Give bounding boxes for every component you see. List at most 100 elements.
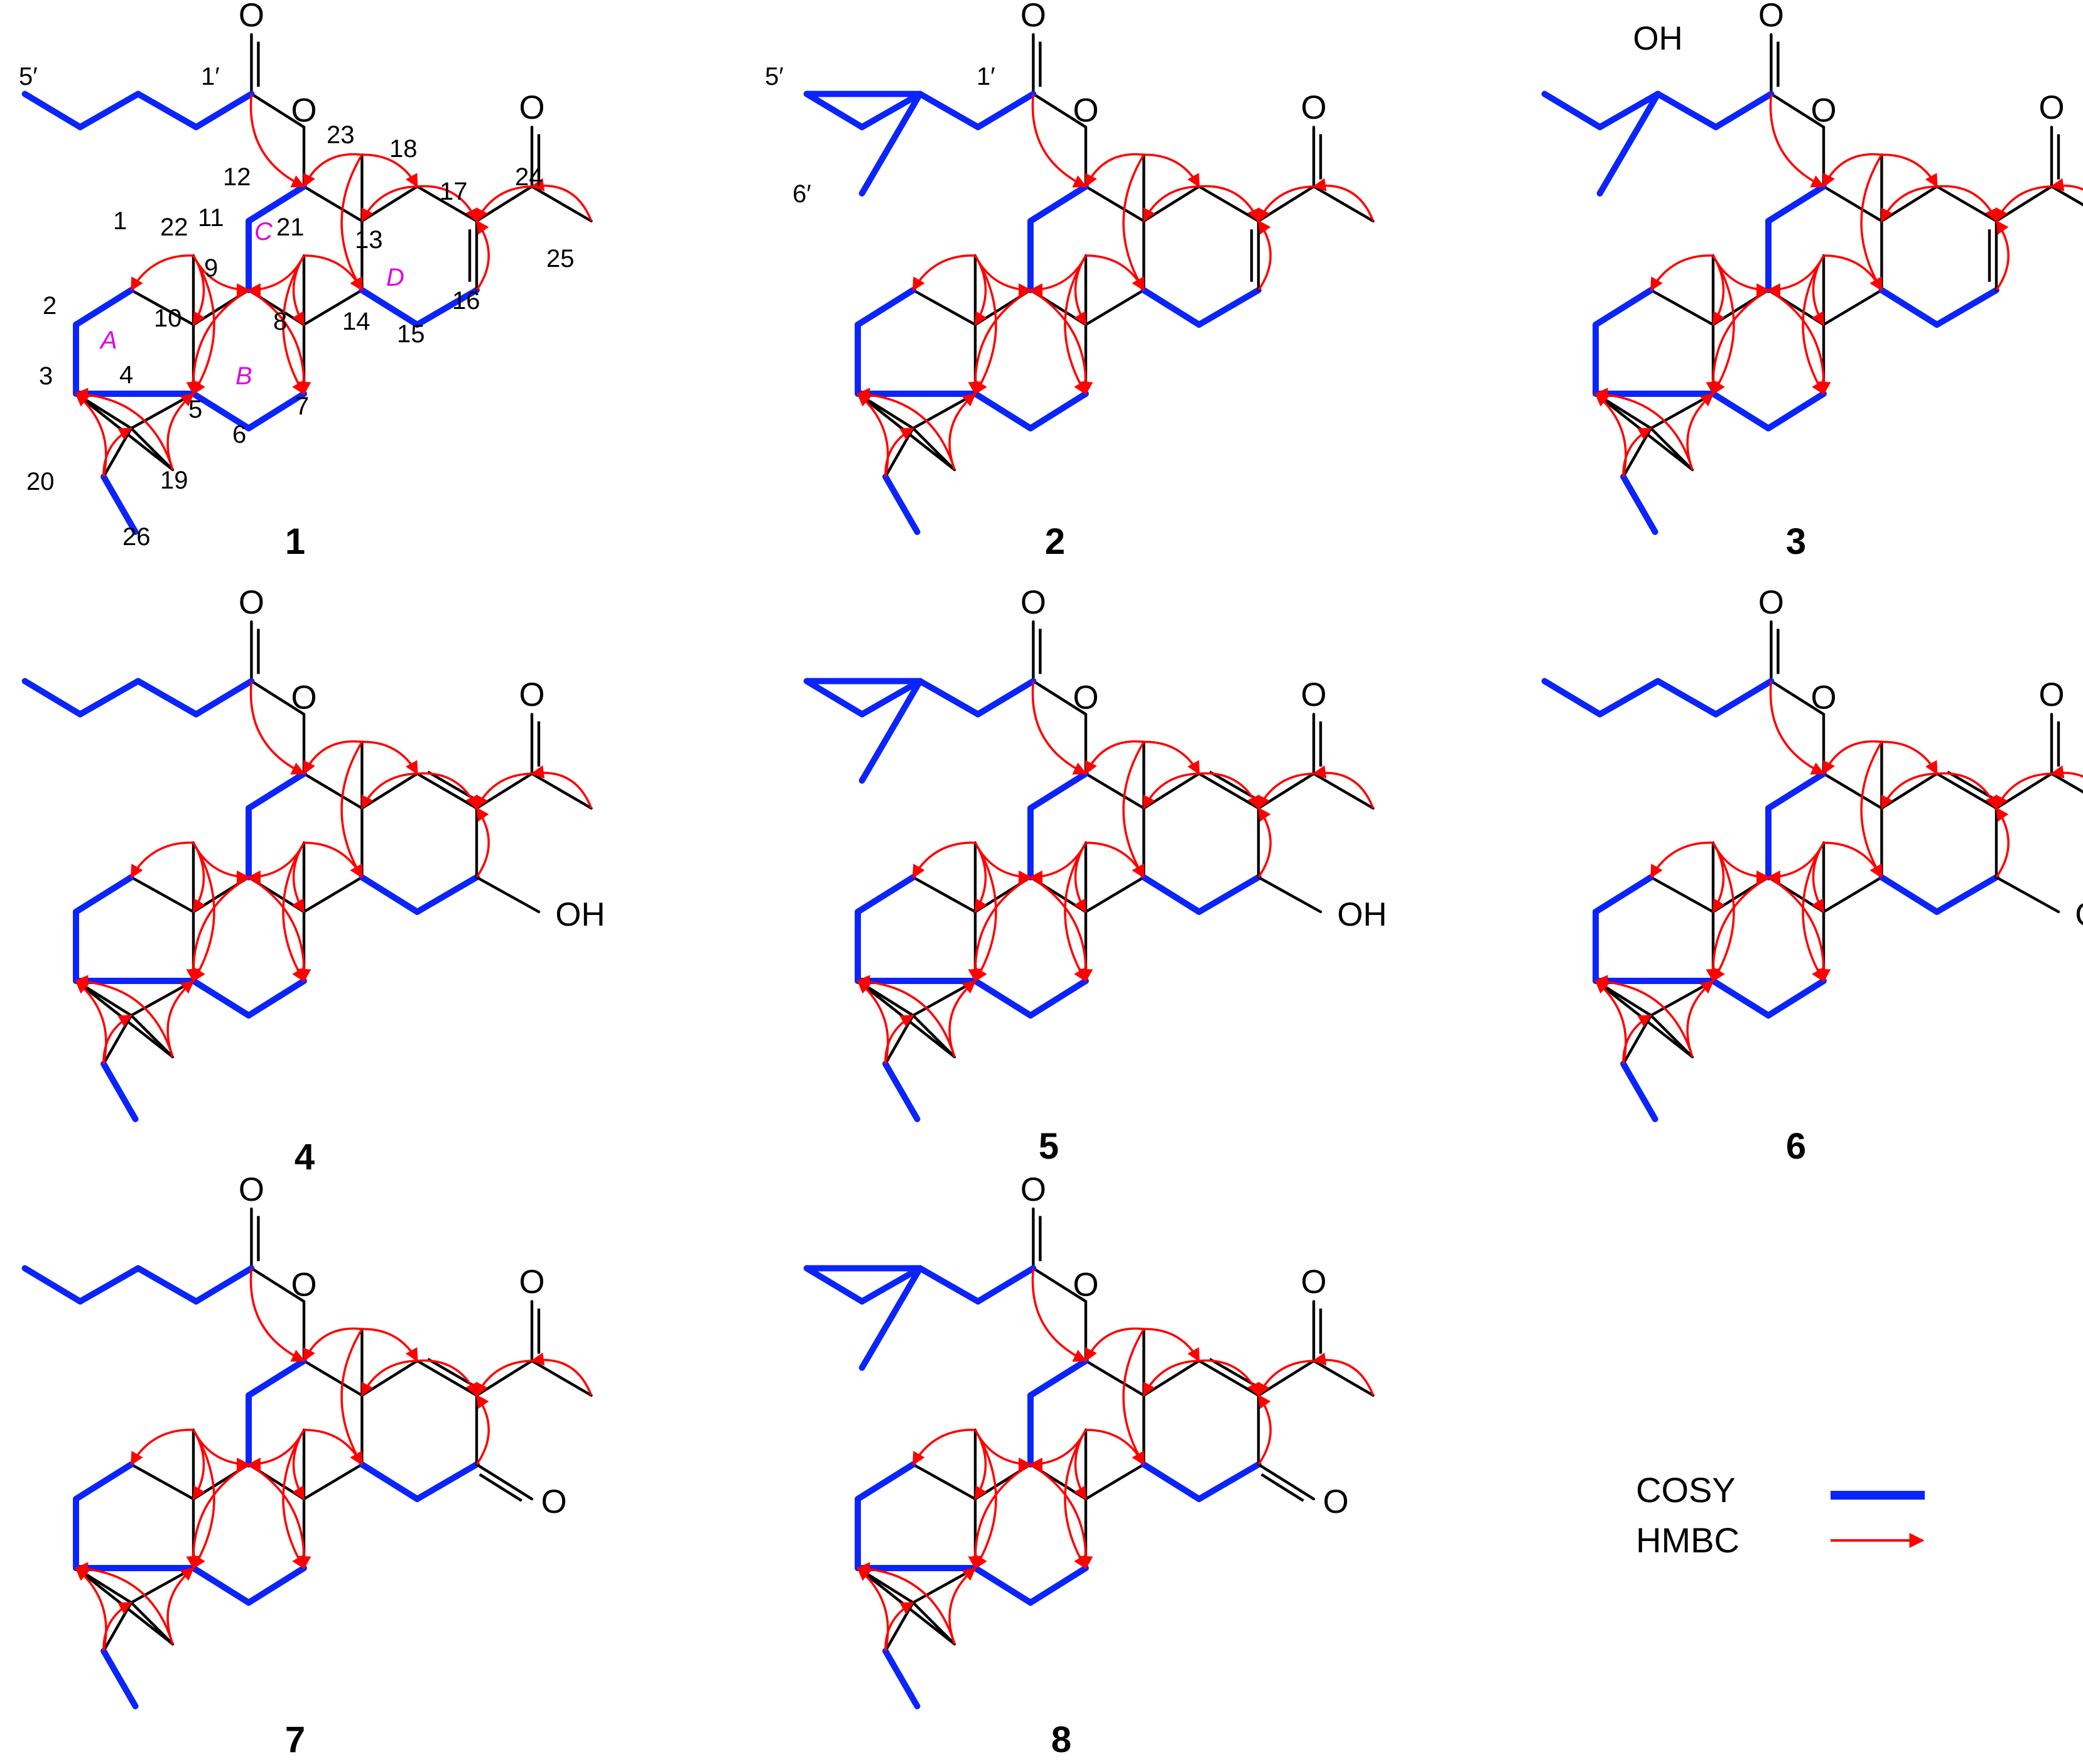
hmbc-arrow: [1142, 185, 1199, 222]
cosy-bond: [73, 287, 134, 328]
cosy-bond: [1596, 90, 1661, 197]
cosy-bond: [1710, 978, 1772, 1019]
bond: [1935, 772, 1998, 810]
oxygen-label: O: [1810, 92, 1836, 129]
oxygen-label: O: [291, 679, 317, 717]
ring-label-a: A: [99, 327, 117, 354]
bond: [129, 1014, 175, 1059]
bond: [1649, 426, 1694, 472]
cosy-bond: [972, 391, 1034, 431]
cosy-bond: [1541, 678, 1603, 718]
hydroxyl-label: OH: [1337, 896, 1387, 933]
cosy-bond: [855, 874, 916, 915]
hydroxyl-label: OH: [2075, 896, 2083, 933]
hmbc-arrow: [1144, 1328, 1200, 1362]
compound-number-3: 3: [1786, 521, 1806, 562]
position-label: 24: [515, 163, 543, 191]
cosy-bond: [1655, 90, 1719, 131]
hmbc-arrow: [186, 289, 249, 396]
cosy-bond: [1620, 1061, 1658, 1122]
hmbc-arrow: [1030, 289, 1093, 396]
oxygen-label: O: [1301, 1263, 1326, 1301]
hmbc-arrow: [362, 153, 418, 188]
hmbc-arrow: [192, 842, 215, 982]
hmbc-arrow: [303, 153, 362, 188]
hmbc-arrow: [249, 1268, 305, 1362]
bond: [129, 1463, 195, 1501]
cosy-bond: [1934, 874, 1999, 915]
hmbc-arrow: [1881, 740, 1938, 775]
hmbc-arrow: [2050, 765, 2083, 779]
hmbc-arrow: [1706, 876, 1769, 983]
hmbc-arrow: [1199, 772, 1260, 809]
hmbc-arrow: [1880, 185, 1937, 222]
hmbc-arrow: [1802, 842, 1825, 982]
oxygen-label: O: [2038, 89, 2064, 126]
position-label: 17: [440, 178, 468, 205]
hmbc-arrow: [1860, 741, 1883, 879]
bond: [1822, 875, 1883, 914]
cosy-bond: [21, 1265, 84, 1305]
bond: [250, 1267, 306, 1303]
cosy-bond: [1593, 287, 1654, 328]
bond: [302, 875, 364, 914]
cosy-bond: [1596, 678, 1661, 718]
cosy-bond: [1712, 678, 1775, 718]
cosy-bond: [1140, 874, 1203, 915]
hmbc-arrow: [1031, 681, 1087, 775]
double-bond: [427, 1358, 474, 1387]
cosy-bond: [1712, 90, 1775, 131]
hmbc-arrow: [1257, 772, 1314, 809]
hmbc-arrow: [102, 1014, 133, 1064]
hmbc-arrow: [74, 1562, 174, 1645]
bond: [250, 679, 306, 716]
cosy-bond: [1027, 978, 1089, 1019]
cosy-bond: [803, 90, 865, 131]
hmbc-arrow: [282, 255, 305, 395]
hmbc-arrow: [1706, 289, 1769, 396]
cosy-bond: [73, 1461, 134, 1502]
cosy-bond: [882, 1061, 921, 1122]
hmbc-arrow: [166, 980, 195, 1058]
cosy-bond: [1655, 678, 1719, 718]
hmbc-arrow: [1937, 772, 1998, 809]
bond: [475, 875, 541, 914]
hmbc-arrow: [248, 289, 311, 396]
position-label: 13: [355, 226, 383, 254]
bond: [1649, 1014, 1694, 1059]
hmbc-arrow: [856, 1562, 956, 1645]
hmbc-arrow: [856, 975, 956, 1058]
hmbc-arrow: [1142, 1360, 1199, 1397]
position-label: 5: [188, 396, 202, 423]
cosy-bond: [858, 1265, 923, 1305]
hmbc-arrow: [1650, 254, 1714, 291]
cosy-bond: [193, 678, 255, 718]
oxygen-label: O: [1073, 679, 1098, 717]
bond: [1312, 772, 1375, 810]
position-label: 20: [26, 468, 55, 495]
cosy-bond: [855, 287, 916, 328]
bond: [302, 288, 364, 327]
compound-number-7: 7: [285, 1719, 305, 1760]
hmbc-arrow: [1822, 740, 1882, 775]
bond: [1649, 875, 1715, 914]
cosy-bond: [1710, 391, 1772, 431]
hmbc-arrow: [1995, 772, 2052, 809]
oxygen-label: O: [1301, 89, 1326, 126]
bond: [911, 979, 977, 1017]
cosy-bond: [73, 874, 134, 915]
hmbc-arrow: [192, 255, 215, 395]
oxygen-label: O: [1020, 1171, 1046, 1208]
cosy-bond: [1140, 287, 1203, 328]
hmbc-arrow: [968, 289, 1031, 396]
bond: [911, 1566, 977, 1604]
bond: [2050, 185, 2083, 207]
hmbc-arrow: [1064, 842, 1087, 982]
hmbc-arrow: [1122, 741, 1145, 879]
hmbc-arrow: [303, 740, 362, 775]
bond: [911, 426, 956, 472]
cosy-bond: [803, 678, 865, 718]
oxygen-label: O: [1758, 584, 1784, 621]
